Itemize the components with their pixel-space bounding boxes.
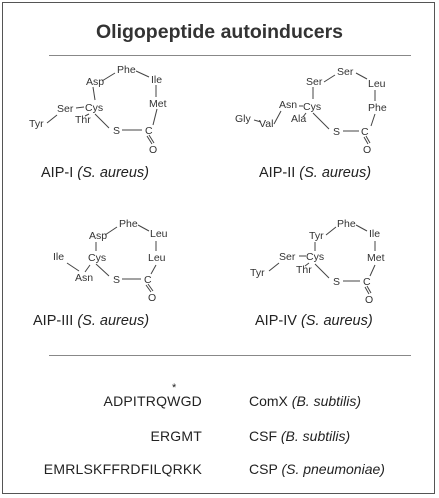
aip2-res-gly: Gly bbox=[235, 113, 252, 125]
aip2-res-ala: Ala bbox=[291, 113, 306, 125]
csf-species: (B. subtilis) bbox=[280, 428, 351, 444]
aip4-label: AIP-IV (S. aureus) bbox=[255, 313, 373, 329]
aip3-label: AIP-III (S. aureus) bbox=[33, 313, 149, 329]
aip4-res-thr: Thr bbox=[296, 264, 312, 276]
aip2-ring: Ser Ser Leu Phe Asn Cys Gly Val Ala S C … bbox=[235, 66, 387, 156]
aip1-atom-s: S bbox=[113, 125, 120, 137]
comx-name-main: ComX bbox=[249, 393, 288, 409]
aip4-atom-s: S bbox=[333, 276, 340, 288]
aip3-atom-c: C bbox=[144, 274, 152, 286]
aip1-ring: Asp Phe Ile Met Ser Cys Thr Tyr S C O bbox=[29, 64, 167, 156]
section-divider bbox=[49, 355, 411, 356]
aip1-label-main: AIP-I bbox=[41, 165, 74, 181]
aip3-res-asn: Asn bbox=[75, 272, 93, 284]
aip4-ring: Tyr Phe Ile Ser Cys Met Tyr Thr S C O bbox=[250, 218, 385, 306]
aip4-res-tyr-2: Tyr bbox=[250, 267, 265, 279]
comx-species: (B. subtilis) bbox=[291, 393, 362, 409]
aip4-res-ser: Ser bbox=[279, 251, 296, 263]
aip1-res-thr: Thr bbox=[75, 114, 91, 126]
csp-sequence: EMRLSKFFRDFILQRKK bbox=[43, 461, 202, 477]
aip1-label-species: (S. aureus) bbox=[77, 165, 149, 181]
aip2-res-phe: Phe bbox=[368, 102, 387, 114]
comx-sequence: ADPITRQWGD bbox=[103, 393, 202, 409]
aip2-res-ser-1: Ser bbox=[306, 76, 323, 88]
aip4-res-cys: Cys bbox=[306, 251, 324, 263]
aip2-structure: Ser Ser Leu Phe Asn Cys Gly Val Ala S C … bbox=[235, 66, 387, 156]
aip3-structure: Asp Phe Leu Cys Leu Ile Asn S C O bbox=[53, 218, 168, 304]
aip3-res-asp: Asp bbox=[89, 230, 107, 242]
aip3-res-leu-1: Leu bbox=[150, 228, 168, 240]
aip3-res-phe: Phe bbox=[119, 218, 138, 230]
aip2-res-leu: Leu bbox=[368, 78, 386, 90]
aip4-structure: Tyr Phe Ile Ser Cys Met Tyr Thr S C O bbox=[250, 218, 385, 306]
csf-name-main: CSF bbox=[249, 428, 277, 444]
aip3-label-main: AIP-III bbox=[33, 313, 74, 329]
csf-sequence: ERGMT bbox=[150, 428, 202, 444]
aip4-label-main: AIP-IV bbox=[255, 313, 297, 329]
figure-frame: Oligopeptide autoinducers Asp Phe Ile Me… bbox=[2, 2, 435, 494]
csp-name: CSP (S. pneumoniae) bbox=[249, 461, 385, 477]
aip2-atom-c: C bbox=[361, 126, 369, 138]
aip2-atom-s: S bbox=[333, 126, 340, 138]
aip2-res-asn: Asn bbox=[279, 99, 297, 111]
aip1-atom-o: O bbox=[149, 144, 157, 156]
aip1-res-tyr: Tyr bbox=[29, 118, 44, 130]
aip1-res-met: Met bbox=[149, 98, 167, 110]
aip3-atom-o: O bbox=[148, 292, 156, 304]
aip1-res-ile: Ile bbox=[151, 74, 162, 86]
figure-title: Oligopeptide autoinducers bbox=[95, 21, 344, 43]
aip3-res-ile: Ile bbox=[53, 251, 64, 263]
aip4-res-phe: Phe bbox=[337, 218, 356, 230]
csf-name: CSF (B. subtilis) bbox=[249, 428, 350, 444]
aip3-atom-s: S bbox=[113, 274, 120, 286]
modification-star: * bbox=[172, 382, 177, 394]
aip2-res-cys: Cys bbox=[303, 101, 321, 113]
csp-name-main: CSP bbox=[249, 461, 278, 477]
aip2-atom-o: O bbox=[363, 144, 371, 156]
aip3-res-leu-2: Leu bbox=[148, 252, 166, 264]
aip4-label-species: (S. aureus) bbox=[300, 313, 373, 329]
aip1-label: AIP-I (S. aureus) bbox=[41, 165, 149, 181]
aip3-label-species: (S. aureus) bbox=[77, 313, 150, 329]
aip1-structure: Asp Phe Ile Met Ser Cys Thr Tyr S C O bbox=[29, 64, 167, 156]
aip2-label-main: AIP-II bbox=[259, 165, 296, 181]
aip4-res-tyr: Tyr bbox=[309, 230, 324, 242]
csp-species: (S. pneumoniae) bbox=[281, 461, 385, 477]
aip2-label-species: (S. aureus) bbox=[299, 165, 372, 181]
aip1-res-cys: Cys bbox=[85, 102, 103, 114]
comx-name: ComX (B. subtilis) bbox=[249, 393, 361, 409]
aip3-res-cys: Cys bbox=[88, 252, 106, 264]
aip2-label: AIP-II (S. aureus) bbox=[259, 165, 371, 181]
aip4-atom-c: C bbox=[363, 276, 371, 288]
aip4-atom-o: O bbox=[365, 294, 373, 306]
aip1-res-asp: Asp bbox=[86, 76, 104, 88]
title-divider bbox=[49, 55, 411, 56]
aip4-res-met: Met bbox=[367, 252, 385, 264]
aip2-res-val: Val bbox=[259, 118, 273, 130]
aip4-res-ile: Ile bbox=[369, 228, 380, 240]
aip1-res-phe: Phe bbox=[117, 64, 136, 76]
aip1-atom-c: C bbox=[145, 125, 153, 137]
aip1-res-ser: Ser bbox=[57, 103, 74, 115]
aip2-res-ser-2: Ser bbox=[337, 66, 354, 78]
aip3-ring: Asp Phe Leu Cys Leu Ile Asn S C O bbox=[53, 218, 168, 304]
